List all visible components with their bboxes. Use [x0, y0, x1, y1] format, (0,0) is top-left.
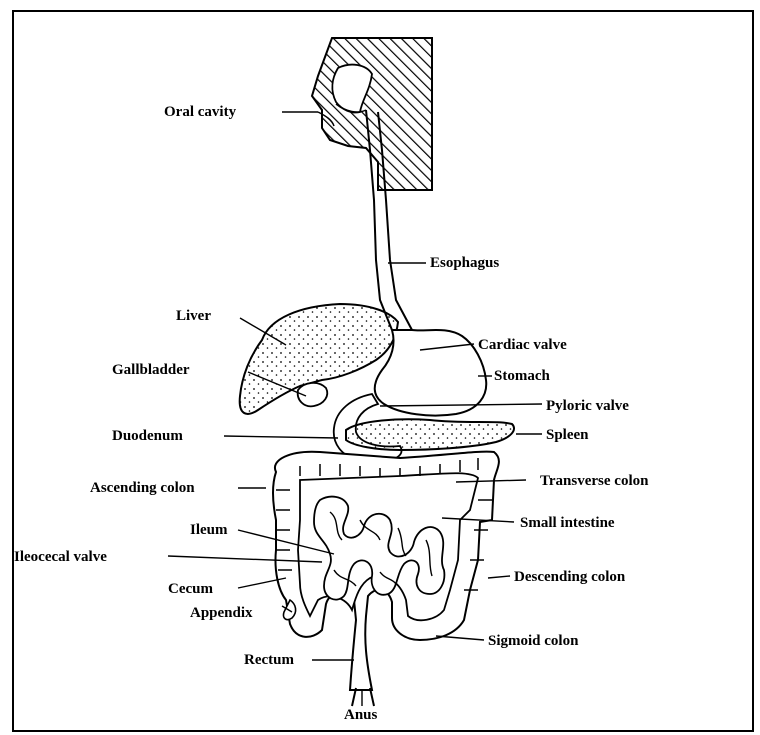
label-esophagus: Esophagus	[430, 254, 499, 272]
label-anus: Anus	[344, 706, 377, 724]
label-liver: Liver	[176, 307, 211, 325]
label-pyloric-valve: Pyloric valve	[546, 397, 629, 415]
label-duodenum: Duodenum	[112, 427, 183, 445]
label-rectum: Rectum	[244, 651, 294, 669]
label-appendix: Appendix	[190, 604, 253, 622]
label-stomach: Stomach	[494, 367, 550, 385]
spleen-shape	[346, 419, 514, 450]
label-ileum: Ileum	[190, 521, 228, 539]
label-small-intestine: Small intestine	[520, 514, 615, 532]
label-cardiac-valve: Cardiac valve	[478, 336, 567, 354]
label-sigmoid-colon: Sigmoid colon	[488, 632, 578, 650]
label-ileocecal-valve: Ileocecal valve	[14, 548, 107, 566]
label-descending-colon: Descending colon	[514, 568, 625, 586]
label-spleen: Spleen	[546, 426, 589, 444]
label-transverse-colon: Transverse colon	[540, 472, 648, 490]
label-ascending-colon: Ascending colon	[90, 479, 195, 497]
label-oral-cavity: Oral cavity	[164, 103, 236, 121]
label-cecum: Cecum	[168, 580, 213, 598]
label-gallbladder: Gallbladder	[112, 361, 190, 379]
